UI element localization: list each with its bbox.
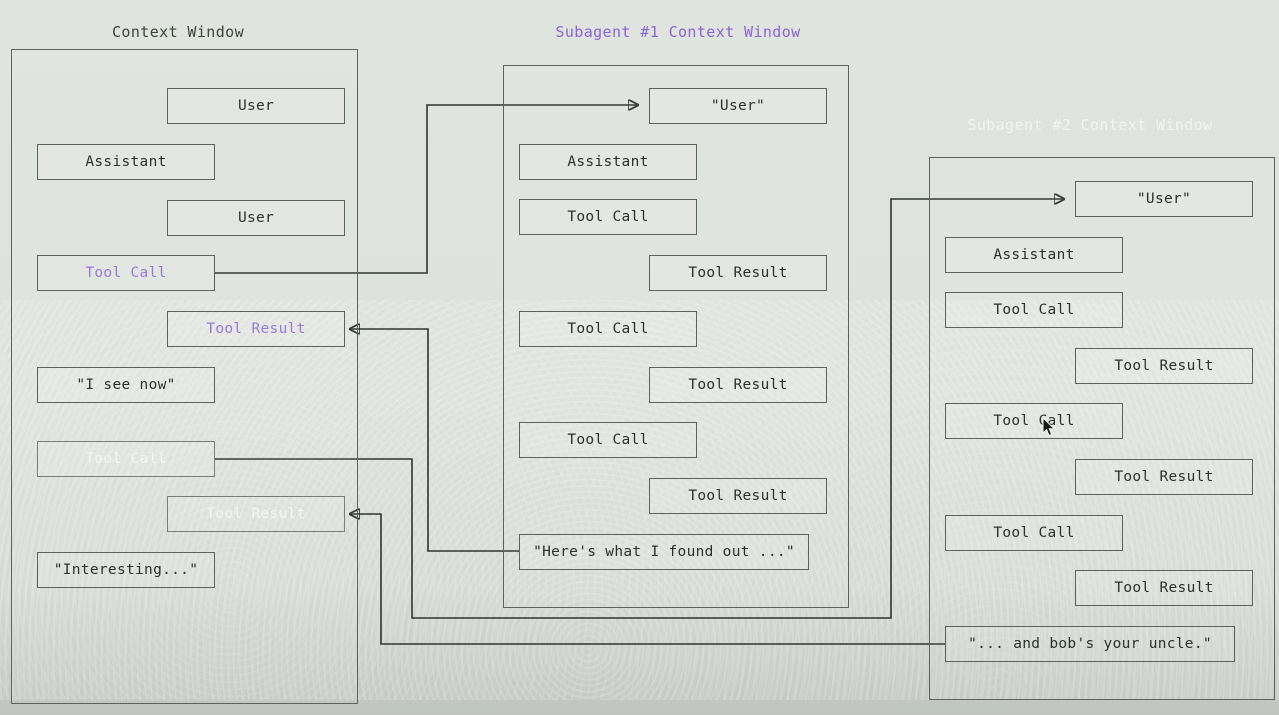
message-box[interactable]: "User" — [649, 88, 827, 124]
message-label: Assistant — [993, 247, 1075, 263]
message-label: User — [237, 98, 275, 114]
message-label: Tool Result — [688, 488, 788, 504]
message-box[interactable]: User — [167, 88, 345, 124]
message-box[interactable]: Tool Call — [519, 422, 697, 458]
message-box[interactable]: Tool Result — [649, 255, 827, 291]
message-label: Tool Result — [1114, 358, 1214, 374]
message-box[interactable]: Tool Call — [519, 199, 697, 235]
message-label: "User" — [1136, 191, 1192, 207]
message-box[interactable]: "... and bob's your uncle." — [945, 626, 1235, 662]
message-box[interactable]: Tool Result — [167, 496, 345, 532]
message-label: "Here's what I found out ..." — [533, 544, 795, 560]
message-box[interactable]: "User" — [1075, 181, 1253, 217]
message-label: Tool Result — [1114, 580, 1214, 596]
panel-subagent1 — [503, 65, 849, 608]
panel-title-subagent2: Subagent #2 Context Window — [967, 116, 1213, 134]
message-label: Tool Call — [567, 321, 649, 337]
message-box[interactable]: Tool Call — [945, 515, 1123, 551]
message-label: Tool Result — [206, 321, 306, 337]
message-label: "... and bob's your uncle." — [968, 636, 1212, 652]
message-label: Tool Result — [688, 377, 788, 393]
message-box[interactable]: Tool Result — [1075, 570, 1253, 606]
panel-title-subagent1: Subagent #1 Context Window — [555, 23, 801, 41]
panel-title-main: Context Window — [111, 23, 245, 41]
message-box[interactable]: Tool Call — [945, 403, 1123, 439]
message-box[interactable]: Assistant — [945, 237, 1123, 273]
message-box[interactable]: "I see now" — [37, 367, 215, 403]
message-box[interactable]: Tool Result — [1075, 348, 1253, 384]
message-box[interactable]: Tool Call — [37, 255, 215, 291]
message-label: "User" — [710, 98, 766, 114]
message-box[interactable]: Tool Result — [649, 367, 827, 403]
message-label: Tool Call — [567, 209, 649, 225]
message-box[interactable]: Assistant — [519, 144, 697, 180]
message-box[interactable]: Tool Result — [649, 478, 827, 514]
message-label: Assistant — [85, 154, 167, 170]
message-label: Assistant — [567, 154, 649, 170]
message-label: Tool Call — [993, 302, 1075, 318]
message-label: Tool Call — [993, 525, 1075, 541]
message-label: Tool Call — [567, 432, 649, 448]
message-label: Tool Result — [1114, 469, 1214, 485]
message-label: Tool Result — [688, 265, 788, 281]
message-box[interactable]: Tool Result — [167, 311, 345, 347]
message-label: User — [237, 210, 275, 226]
message-box[interactable]: Tool Call — [945, 292, 1123, 328]
message-box[interactable]: User — [167, 200, 345, 236]
message-box[interactable]: Tool Call — [37, 441, 215, 477]
message-box[interactable]: "Here's what I found out ..." — [519, 534, 809, 570]
message-box[interactable]: Tool Result — [1075, 459, 1253, 495]
message-label: Tool Call — [993, 413, 1075, 429]
message-label: Tool Call — [85, 451, 167, 467]
message-label: Tool Result — [206, 506, 306, 522]
panel-main — [11, 49, 358, 704]
mouse-pointer-icon — [1042, 416, 1056, 437]
message-box[interactable]: Assistant — [37, 144, 215, 180]
message-label: Tool Call — [85, 265, 167, 281]
message-label: "I see now" — [76, 377, 176, 393]
message-box[interactable]: "Interesting..." — [37, 552, 215, 588]
message-box[interactable]: Tool Call — [519, 311, 697, 347]
message-label: "Interesting..." — [53, 562, 199, 578]
panel-subagent2 — [929, 157, 1275, 700]
